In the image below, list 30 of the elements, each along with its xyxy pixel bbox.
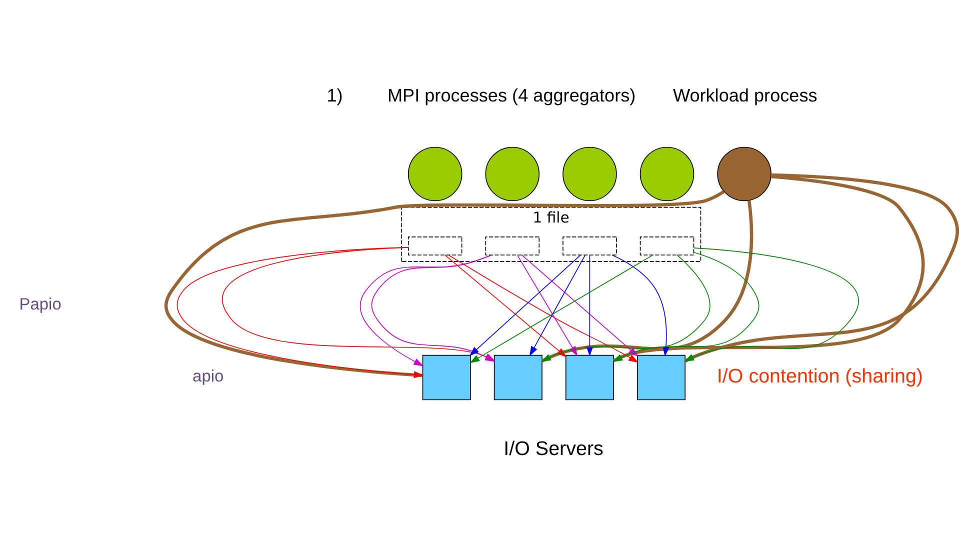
label: MPI processes (4 aggregators) — [387, 86, 636, 106]
cluster: 1 file — [400, 206, 702, 262]
node-box — [640, 236, 694, 256]
node-circle — [717, 146, 772, 202]
arrow — [176, 246, 424, 378]
label: I/O Servers — [504, 438, 604, 460]
node-box — [562, 236, 617, 256]
arrow — [470, 254, 654, 364]
connector — [164, 190, 725, 378]
label: Papio — [19, 295, 62, 314]
arrow — [541, 254, 710, 362]
node-box — [422, 354, 471, 400]
label: Workload process — [672, 86, 818, 106]
label: I/O contention (sharing) — [716, 366, 924, 388]
label: apio — [192, 368, 224, 386]
arrow — [612, 252, 760, 362]
node-box — [637, 354, 686, 400]
node-circle — [408, 146, 462, 202]
node-circle — [485, 146, 540, 202]
arrow — [684, 248, 858, 362]
connector — [684, 173, 959, 363]
connector — [541, 200, 754, 363]
node-box — [408, 236, 462, 256]
connector — [612, 174, 925, 362]
node-box — [565, 354, 614, 400]
node-circle — [640, 146, 694, 202]
node-circle — [562, 146, 617, 202]
node-box — [494, 354, 542, 400]
label: 1) — [326, 86, 343, 106]
node-box — [485, 236, 540, 256]
